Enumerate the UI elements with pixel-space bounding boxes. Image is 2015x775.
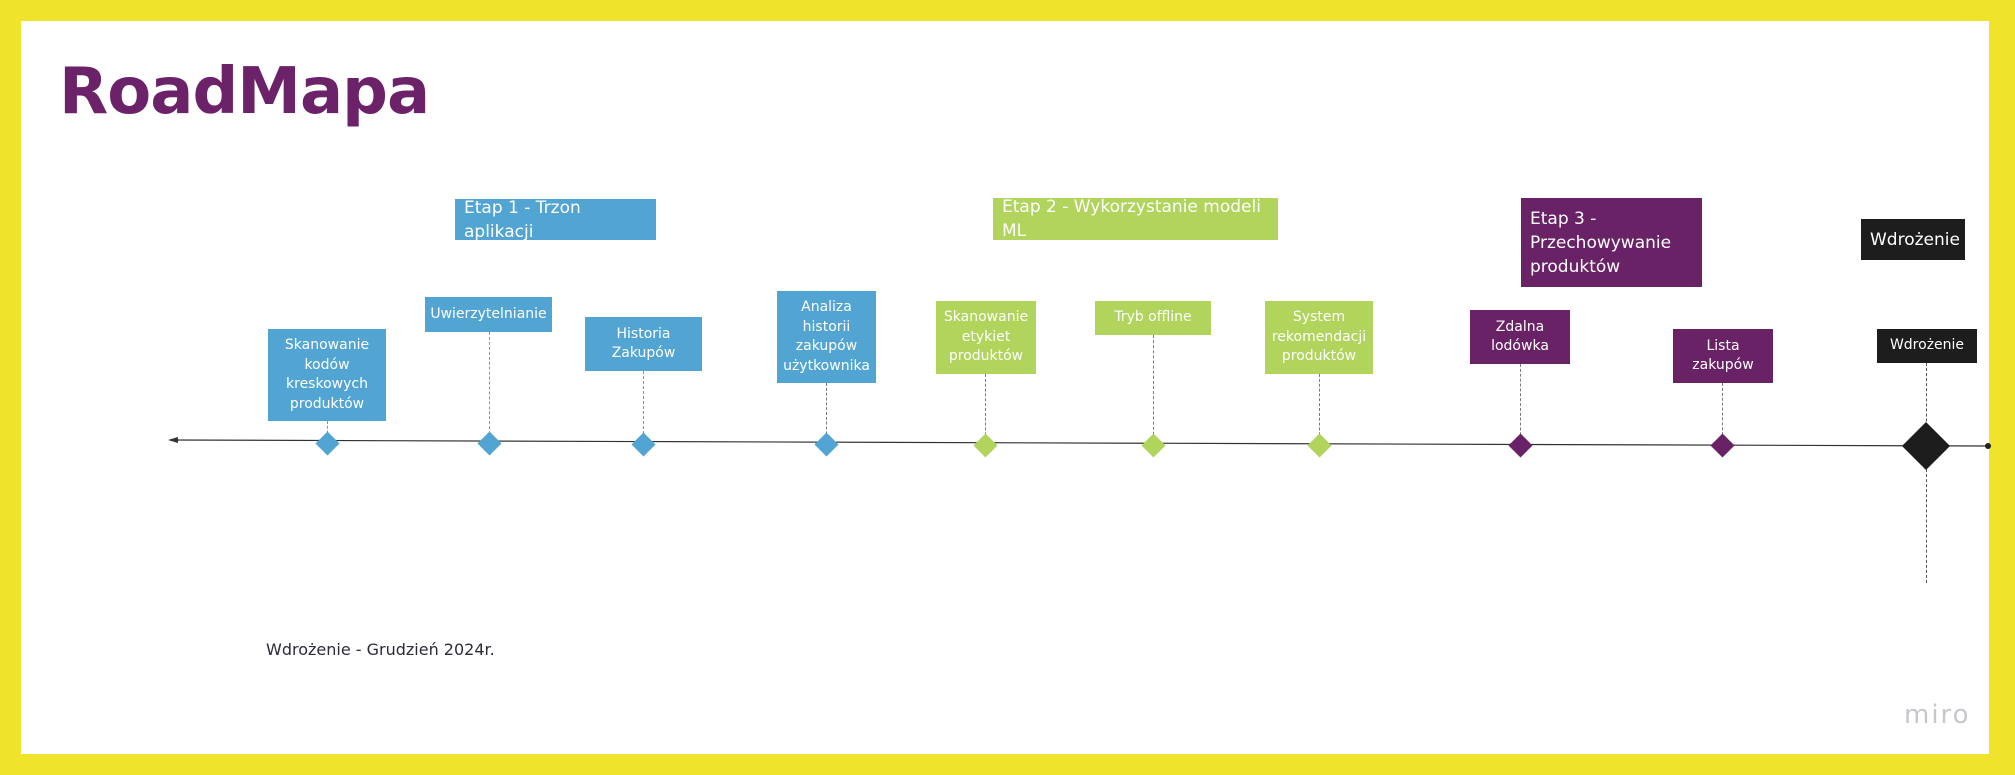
phase-1-header[interactable]: Etap 1 - Trzon aplikacji: [455, 198, 656, 242]
milestone-connector-7: [1319, 374, 1320, 445]
phase-4-header[interactable]: Wdrożenie: [1861, 219, 1965, 260]
milestone-3-label: Historia Zakupów: [611, 325, 676, 362]
milestone-5-label: Skanowanie etykiet produktów: [943, 309, 1029, 365]
milestone-connector-2: [489, 332, 490, 444]
milestone-9-label: Lista zakupów: [1692, 337, 1754, 374]
phase-3-header[interactable]: Etap 3 - Przechowywanie produktów: [1521, 198, 1702, 287]
phase-2-label: Etap 2 - Wykorzystanie modeli ML: [1002, 197, 1261, 241]
milestone-connector-8: [1520, 364, 1521, 445]
milestone-connector-4: [826, 383, 827, 444]
milestone-card-7[interactable]: System rekomendacji produktów: [1265, 301, 1373, 374]
milestone-connector-3: [643, 371, 644, 444]
milestone-card-1[interactable]: Skanowanie kodów kreskowych produktów: [268, 329, 386, 421]
page-title: RoadMapa: [59, 55, 430, 129]
milestone-connector-9: [1722, 383, 1723, 445]
milestone-7-label: System rekomendacji produktów: [1271, 309, 1367, 365]
milestone-connector-10: [1926, 363, 1927, 583]
milestone-2-label: Uwierzytelnianie: [430, 305, 547, 322]
milestone-8-label: Zdalna lodówka: [1491, 318, 1549, 355]
milestone-card-9[interactable]: Lista zakupów: [1673, 329, 1773, 383]
milestone-card-4[interactable]: Analiza historii zakupów użytkownika: [777, 291, 876, 383]
milestone-card-5[interactable]: Skanowanie etykiet produktów: [936, 301, 1036, 374]
deployment-note: Wdrożenie - Grudzień 2024r.: [266, 640, 495, 659]
milestone-card-10[interactable]: Wdrożenie: [1877, 329, 1977, 363]
phase-2-header[interactable]: Etap 2 - Wykorzystanie modeli ML: [993, 197, 1278, 241]
milestone-connector-6: [1153, 335, 1154, 445]
milestone-6-label: Tryb offline: [1114, 309, 1192, 326]
milestone-card-8[interactable]: Zdalna lodówka: [1470, 310, 1570, 364]
phase-3-label: Etap 3 - Przechowywanie produktów: [1530, 209, 1672, 277]
phase-4-label: Wdrożenie: [1870, 229, 1960, 250]
miro-logo: miro: [1904, 700, 1971, 730]
milestone-4-label: Analiza historii zakupów użytkownika: [783, 299, 870, 374]
milestone-card-6[interactable]: Tryb offline: [1095, 301, 1211, 335]
milestone-card-2[interactable]: Uwierzytelnianie: [425, 297, 552, 332]
milestone-1-label: Skanowanie kodów kreskowych produktów: [284, 337, 370, 412]
milestone-card-3[interactable]: Historia Zakupów: [585, 317, 702, 371]
milestone-connector-5: [985, 374, 986, 445]
milestone-10-label: Wdrożenie: [1889, 337, 1965, 354]
phase-1-label: Etap 1 - Trzon aplikacji: [464, 197, 581, 242]
